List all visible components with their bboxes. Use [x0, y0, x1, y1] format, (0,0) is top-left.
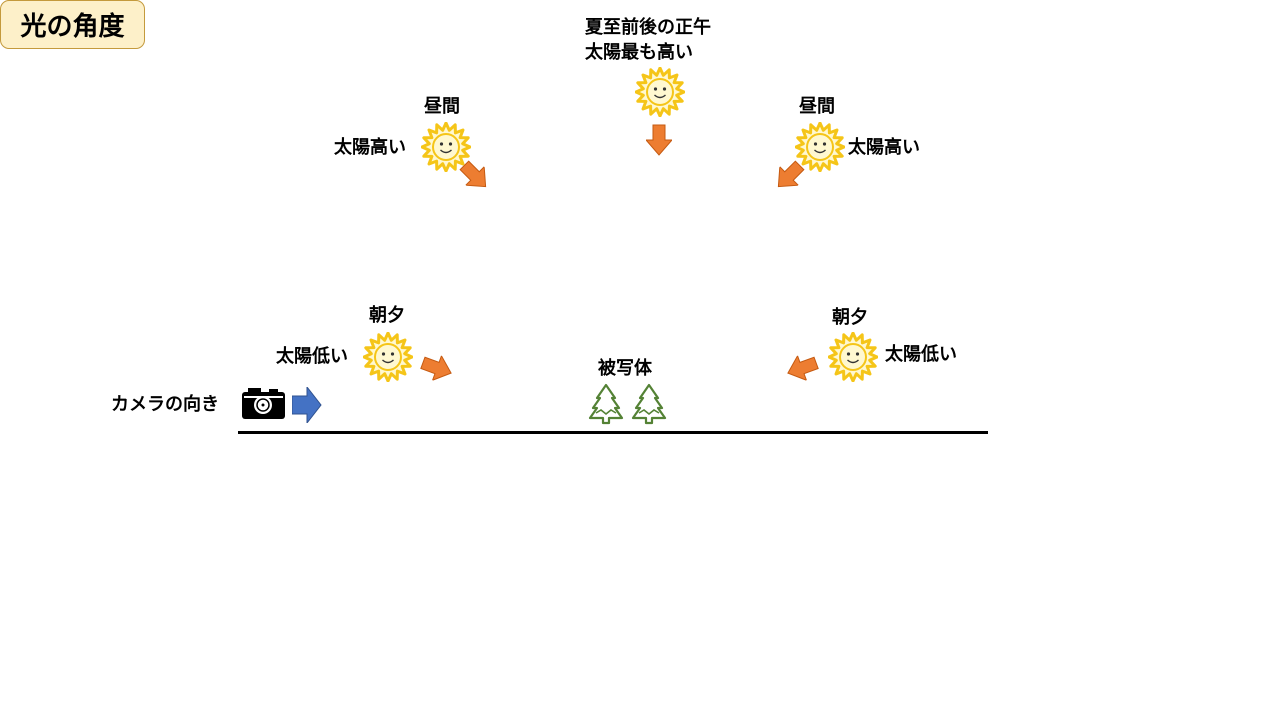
- right-noon-desc-label: 太陽高い: [848, 137, 920, 158]
- diagram-title: 光の角度: [0, 0, 145, 49]
- light-arrow-icon: [454, 155, 495, 196]
- sun-icon: [827, 331, 879, 383]
- tree-icon: [588, 383, 624, 425]
- camera-direction-label: カメラの向き: [111, 394, 219, 415]
- right-noon-time-label: 昼間: [799, 96, 835, 117]
- left-morning-time-label: 朝夕: [369, 305, 405, 326]
- sun-icon: [362, 331, 414, 383]
- camera-direction-arrow-icon: [291, 385, 322, 425]
- left-noon-desc-label: 太陽高い: [334, 137, 406, 158]
- tree-icon: [631, 383, 667, 425]
- noon-peak-label-line1: 夏至前後の正午: [585, 17, 711, 38]
- light-arrow-icon: [768, 155, 809, 196]
- light-arrow-icon: [644, 124, 674, 156]
- right-morning-desc-label: 太陽低い: [885, 344, 957, 365]
- ground-line: [238, 431, 988, 434]
- left-noon-time-label: 昼間: [424, 96, 460, 117]
- light-arrow-icon: [783, 350, 822, 385]
- sun-icon: [634, 66, 686, 118]
- sun-icon: [794, 121, 846, 173]
- sun-icon: [420, 121, 472, 173]
- noon-peak-label-line2: 太陽最も高い: [585, 42, 693, 63]
- light-arrow-icon: [418, 350, 457, 385]
- camera-icon: [242, 388, 285, 419]
- left-morning-desc-label: 太陽低い: [276, 346, 348, 367]
- subject-label: 被写体: [598, 358, 652, 379]
- right-morning-time-label: 朝夕: [832, 307, 868, 328]
